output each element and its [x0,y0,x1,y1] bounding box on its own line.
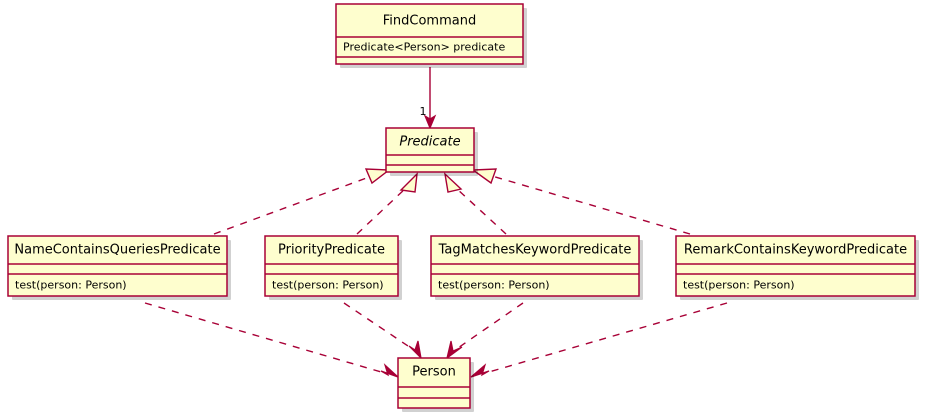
class-box-person[interactable]: Person [397,357,474,412]
relationship-prioritypredicate-uses-person [343,302,422,360]
relationship-findcommand-to-predicate: 1 [420,67,437,130]
hollow-triangle-arrowhead [470,168,498,185]
class-name-label: PriorityPredicate [278,243,385,258]
class-box-findcommand[interactable]: FindCommand Predicate<Person> predicate [335,3,527,68]
hollow-triangle-arrowhead [399,172,418,193]
box-outline [264,235,399,297]
box-outline [335,3,524,65]
box-outline [430,235,640,297]
class-box-namecontainsqueriespredicate[interactable]: NameContainsQueriesPredicate test(person… [7,235,231,300]
hollow-triangle-arrowhead [364,168,391,185]
class-name-label: Predicate [399,135,460,150]
class-box-prioritypredicate[interactable]: PriorityPredicate test(person: Person) [264,235,402,300]
relationship-remarkcontainskeywordpredicate-realizes-predicate [470,168,691,235]
box-outline [7,235,228,297]
class-box-tagmatcheskeywordpredicate[interactable]: TagMatchesKeywordPredicate test(person: … [430,235,643,300]
multiplicity-label: 1 [420,105,427,118]
open-arrowhead [446,340,463,360]
relationship-remarkcontainskeywordpredicate-uses-person [470,302,728,378]
class-box-remarkcontainskeywordpredicate[interactable]: RemarkContainsKeywordPredicate test(pers… [675,235,919,300]
hollow-triangle-arrowhead [443,172,463,193]
realization-line [455,187,507,235]
realization-line [213,175,373,235]
dependency-line [481,302,728,375]
open-arrowhead [380,363,399,378]
dependency-line [343,302,415,351]
realization-line [491,175,691,235]
class-name-label: RemarkContainsKeywordPredicate [684,243,907,258]
relationship-tagmatcheskeywordpredicate-uses-person [446,302,524,360]
relationship-prioritypredicate-realizes-predicate [356,172,418,235]
box-outline [397,357,471,409]
class-name-label: NameContainsQueriesPredicate [14,243,220,258]
class-method-label: test(person: Person) [272,279,384,292]
class-method-label: test(person: Person) [438,279,550,292]
relationship-tagmatcheskeywordpredicate-realizes-predicate [443,172,507,235]
relationship-namecontainsqueriespredicate-realizes-predicate [213,168,391,235]
class-field-label: Predicate<Person> predicate [343,41,505,54]
class-method-label: test(person: Person) [15,279,127,292]
open-arrowhead [470,363,490,378]
realization-line [356,187,407,235]
dependency-line [144,302,389,375]
class-name-label: FindCommand [383,14,476,29]
class-method-label: test(person: Person) [683,279,795,292]
open-arrowhead [423,114,437,130]
open-arrowhead [408,340,422,360]
dependency-line [454,302,524,351]
class-name-label: Person [412,365,456,380]
relationship-namecontainsqueriespredicate-uses-person [144,302,399,378]
box-outline [675,235,916,297]
class-box-predicate[interactable]: Predicate [385,127,478,176]
class-name-label: TagMatchesKeywordPredicate [438,243,632,258]
